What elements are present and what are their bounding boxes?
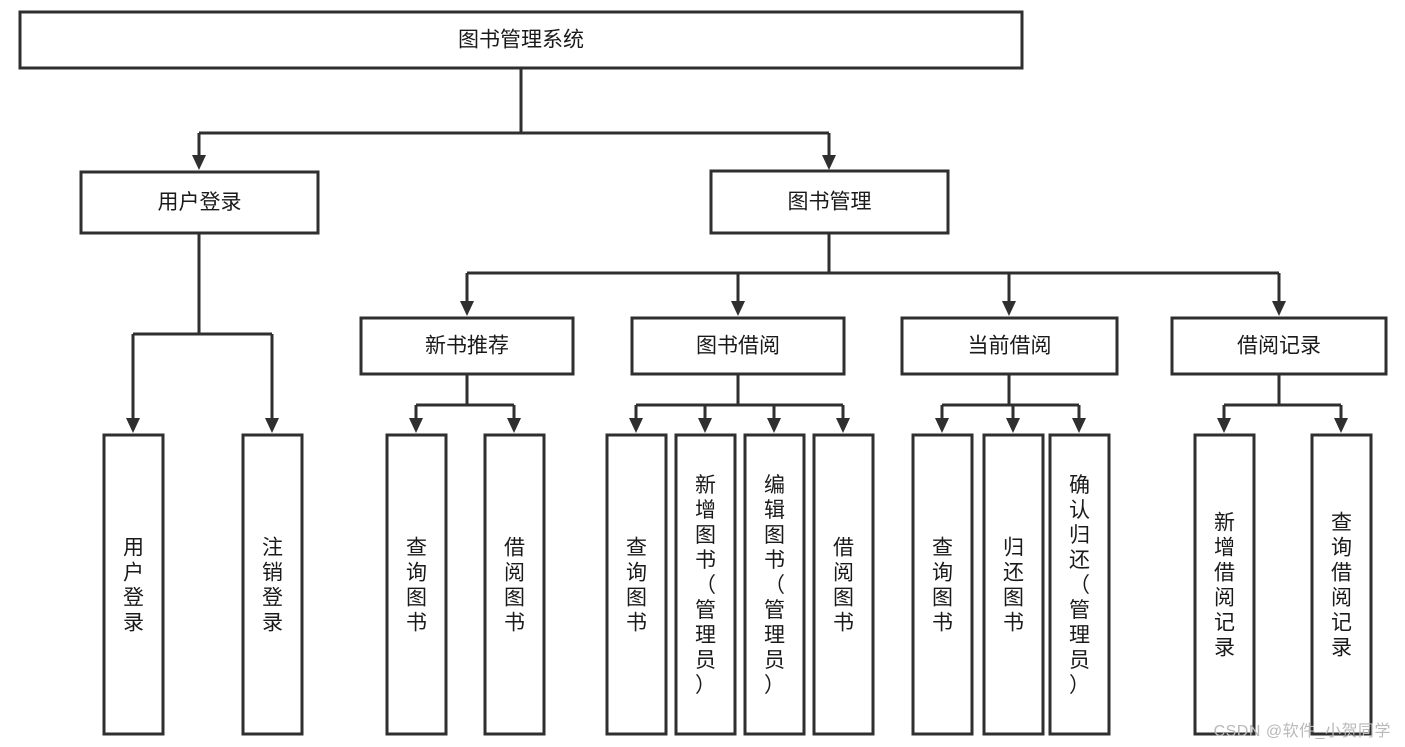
csdn-watermark: CSDN @软件_小贺同学 <box>1213 723 1391 740</box>
connector-layer <box>126 68 1348 433</box>
node-leaf-user-login[interactable]: 用户登录 <box>102 433 165 736</box>
node-label-leaf-add-record: 新增借阅记录 <box>1214 512 1235 660</box>
node-box-borrow-record[interactable] <box>1170 316 1388 376</box>
node-label-root: 图书管理系统 <box>458 29 584 52</box>
connector-current-to-leaves <box>935 374 1086 433</box>
node-book-manage[interactable]: 图书管理 <box>709 169 950 235</box>
node-label-leaf-add-book: 新增图书（管理员） <box>695 474 716 697</box>
node-label-new-book-recommend: 新书推荐 <box>425 335 509 358</box>
node-box-leaf-query-record[interactable] <box>1310 433 1373 736</box>
node-label-book-manage: 图书管理 <box>788 191 872 214</box>
node-label-leaf-return-book: 归还图书 <box>1003 537 1024 635</box>
node-box-leaf-edit-book[interactable] <box>743 433 806 736</box>
node-box-user-login[interactable] <box>79 170 320 235</box>
node-label-leaf-logout: 注销登录 <box>262 537 283 635</box>
connector-borrow-to-leaves <box>629 374 850 433</box>
node-layer: 图书管理系统用户登录图书管理新书推荐图书借阅当前借阅借阅记录用户登录注销登录查询… <box>18 10 1388 736</box>
node-box-book-manage[interactable] <box>709 169 950 235</box>
node-label-leaf-query-book-3: 查询图书 <box>932 537 953 635</box>
node-label-leaf-borrow-book-1: 借阅图书 <box>504 537 525 635</box>
node-current-borrow[interactable]: 当前借阅 <box>900 316 1119 376</box>
node-leaf-logout[interactable]: 注销登录 <box>241 433 304 736</box>
node-box-leaf-return-book[interactable] <box>982 433 1045 736</box>
node-leaf-query-book-1[interactable]: 查询图书 <box>385 433 448 736</box>
connector-bookmanage-to-level3 <box>460 233 1286 316</box>
node-label-user-login: 用户登录 <box>158 191 242 214</box>
node-box-leaf-user-login[interactable] <box>102 433 165 736</box>
node-book-borrow[interactable]: 图书借阅 <box>630 316 846 376</box>
node-label-borrow-record: 借阅记录 <box>1237 335 1321 358</box>
node-box-root[interactable] <box>18 10 1024 70</box>
node-box-leaf-add-record[interactable] <box>1193 433 1256 736</box>
node-borrow-record[interactable]: 借阅记录 <box>1170 316 1388 376</box>
node-root[interactable]: 图书管理系统 <box>18 10 1024 70</box>
node-leaf-borrow-book-2[interactable]: 借阅图书 <box>812 433 875 736</box>
node-leaf-edit-book[interactable]: 编辑图书（管理员） <box>743 433 806 736</box>
node-box-new-book-recommend[interactable] <box>359 316 575 376</box>
node-leaf-query-book-2[interactable]: 查询图书 <box>605 433 668 736</box>
node-leaf-add-record[interactable]: 新增借阅记录 <box>1193 433 1256 736</box>
node-leaf-confirm-return[interactable]: 确认归还（管理员） <box>1048 433 1111 736</box>
connector-record-to-leaves <box>1217 374 1348 433</box>
node-label-leaf-query-record: 查询借阅记录 <box>1331 512 1352 660</box>
node-label-leaf-query-book-1: 查询图书 <box>406 537 427 635</box>
node-box-leaf-query-book-2[interactable] <box>605 433 668 736</box>
node-box-leaf-borrow-book-1[interactable] <box>483 433 546 736</box>
node-label-book-borrow: 图书借阅 <box>696 335 780 358</box>
node-leaf-borrow-book-1[interactable]: 借阅图书 <box>483 433 546 736</box>
node-leaf-add-book[interactable]: 新增图书（管理员） <box>674 433 737 736</box>
connector-userlogin-to-leaves <box>126 233 279 433</box>
node-label-leaf-confirm-return: 确认归还（管理员） <box>1069 474 1090 697</box>
node-box-leaf-query-book-1[interactable] <box>385 433 448 736</box>
node-box-leaf-logout[interactable] <box>241 433 304 736</box>
node-label-leaf-query-book-2: 查询图书 <box>626 537 647 635</box>
connector-root-to-level2 <box>192 68 836 170</box>
node-label-current-borrow: 当前借阅 <box>968 335 1052 358</box>
node-label-leaf-user-login: 用户登录 <box>123 537 144 635</box>
node-box-current-borrow[interactable] <box>900 316 1119 376</box>
node-user-login[interactable]: 用户登录 <box>79 170 320 235</box>
node-box-book-borrow[interactable] <box>630 316 846 376</box>
node-label-leaf-borrow-book-2: 借阅图书 <box>833 537 854 635</box>
node-box-leaf-add-book[interactable] <box>674 433 737 736</box>
node-new-book-recommend[interactable]: 新书推荐 <box>359 316 575 376</box>
node-leaf-query-book-3[interactable]: 查询图书 <box>911 433 974 736</box>
node-box-leaf-confirm-return[interactable] <box>1048 433 1111 736</box>
node-leaf-return-book[interactable]: 归还图书 <box>982 433 1045 736</box>
node-leaf-query-record[interactable]: 查询借阅记录 <box>1310 433 1373 736</box>
node-box-leaf-query-book-3[interactable] <box>911 433 974 736</box>
connector-recommend-to-leaves <box>409 374 521 433</box>
node-box-leaf-borrow-book-2[interactable] <box>812 433 875 736</box>
node-label-leaf-edit-book: 编辑图书（管理员） <box>764 474 785 697</box>
